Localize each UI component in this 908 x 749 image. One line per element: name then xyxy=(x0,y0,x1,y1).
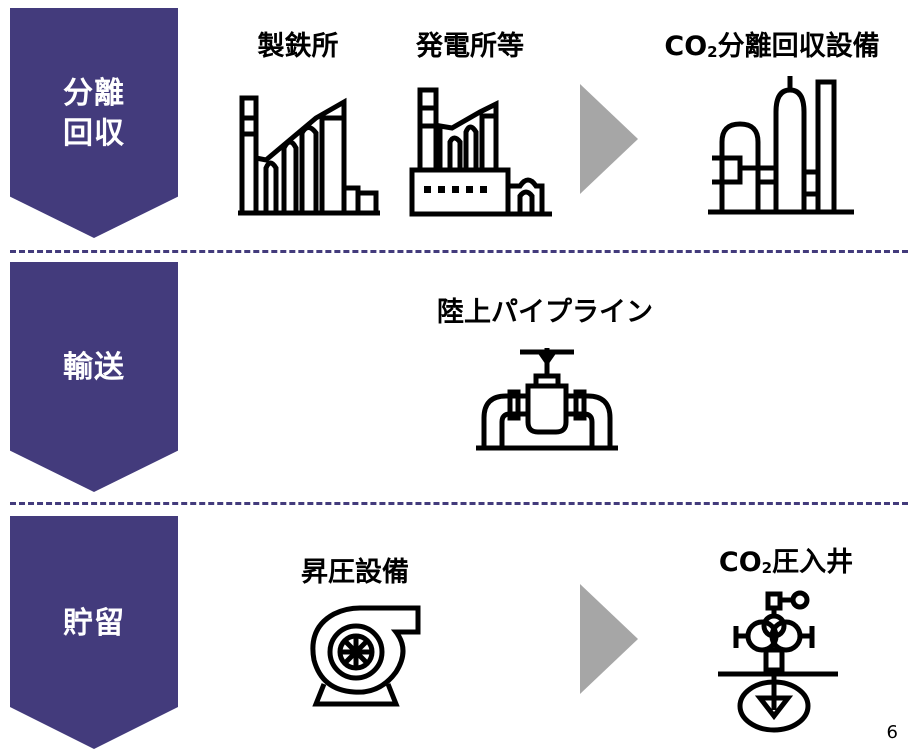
page-number: 6 xyxy=(886,722,898,743)
injection-well-label: CO2圧入井 xyxy=(719,540,853,579)
injection-well-label-pre: CO xyxy=(718,547,762,578)
stage-label-transport: 輸送 xyxy=(63,350,125,385)
divider-capture-transport xyxy=(10,250,908,253)
co2-facility-label: CO2分離回収設備 xyxy=(664,24,879,63)
stage-label-storage: 貯留 xyxy=(63,605,125,641)
divider-transport-storage xyxy=(10,502,908,505)
stage-label-capture-line1: 分離 xyxy=(63,76,125,111)
stage-arrow-capture: 分離 回収 xyxy=(10,8,178,238)
power-plant-icon xyxy=(409,87,552,217)
flow-arrow-storage xyxy=(580,584,638,694)
pipeline-valve-icon xyxy=(476,348,618,451)
co2-facility-label-sub: 2 xyxy=(707,43,718,61)
stage-label-capture: 分離 回収 xyxy=(54,74,134,172)
injection-well-icon xyxy=(718,590,838,733)
stage-arrow-transport: 輸送 xyxy=(10,262,178,492)
injection-well-label-sub: 2 xyxy=(761,559,773,577)
injection-well-label-post: 圧入井 xyxy=(772,547,854,578)
stage-arrow-storage: 貯留 xyxy=(10,516,178,749)
booster-label: 昇圧設備 xyxy=(301,557,409,588)
stage-label-capture-line2: 回収 xyxy=(63,116,125,151)
flow-arrow-capture xyxy=(580,84,638,194)
co2-facility-label-post: 分離回収設備 xyxy=(717,31,880,62)
compressor-icon xyxy=(310,605,421,707)
pipeline-label: 陸上パイプライン xyxy=(437,297,653,328)
power-plant-label: 発電所等 xyxy=(416,31,524,62)
steel-plant-label: 製鉄所 xyxy=(257,31,339,62)
co2-facility-label-pre: CO xyxy=(664,31,708,62)
co2-separation-facility-icon xyxy=(708,76,854,215)
steel-plant-icon xyxy=(238,95,380,216)
